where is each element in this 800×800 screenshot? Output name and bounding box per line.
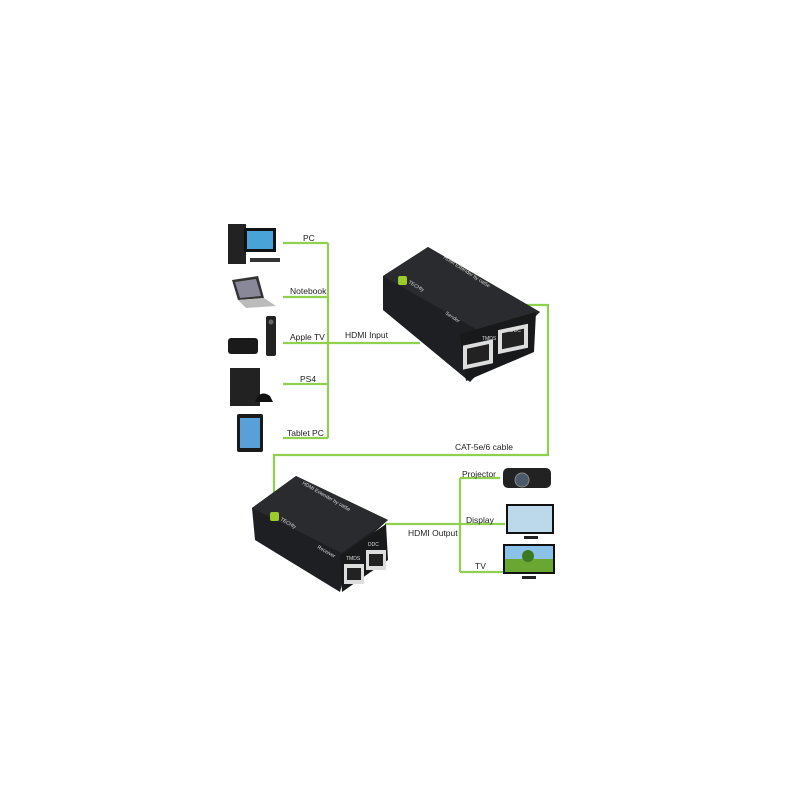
apple-tv-icon	[228, 316, 276, 356]
sender-port-ddc: DDC	[510, 328, 521, 334]
output-wires	[385, 476, 505, 574]
laptop-icon	[232, 276, 276, 308]
monitor-icon	[506, 504, 554, 539]
sender-device: TECHly HDMI Extender by cat5e Sender TMD…	[383, 247, 540, 382]
game-console-icon	[230, 368, 273, 406]
receiver-device: TECHly HDMI Extender by cat5e Receiver T…	[252, 476, 388, 592]
hdmi-input-label: HDMI Input	[345, 330, 389, 340]
desktop-pc-icon	[228, 224, 280, 264]
output-label-projector: Projector	[462, 469, 496, 479]
source-label-pc: PC	[303, 233, 315, 243]
source-label-tablet: Tablet PC	[287, 428, 324, 438]
projector-icon	[503, 468, 551, 488]
source-label-notebook: Notebook	[290, 286, 327, 296]
output-label-display: Display	[466, 515, 495, 525]
hdmi-output-label: HDMI Output	[408, 528, 458, 538]
receiver-port-tmds: TMDS	[346, 556, 361, 562]
tablet-icon	[237, 414, 263, 452]
cable-label: CAT-5e/6 cable	[455, 442, 513, 452]
sender-port-tmds: TMDS	[482, 336, 497, 342]
source-wires	[283, 241, 420, 440]
source-label-ps4: PS4	[300, 374, 316, 384]
output-label-tv: TV	[475, 561, 486, 571]
cat-cable-wire	[272, 303, 550, 497]
receiver-port-ddc: DDC	[368, 542, 379, 548]
source-label-apple-tv: Apple TV	[290, 332, 325, 342]
tv-icon	[503, 544, 555, 579]
